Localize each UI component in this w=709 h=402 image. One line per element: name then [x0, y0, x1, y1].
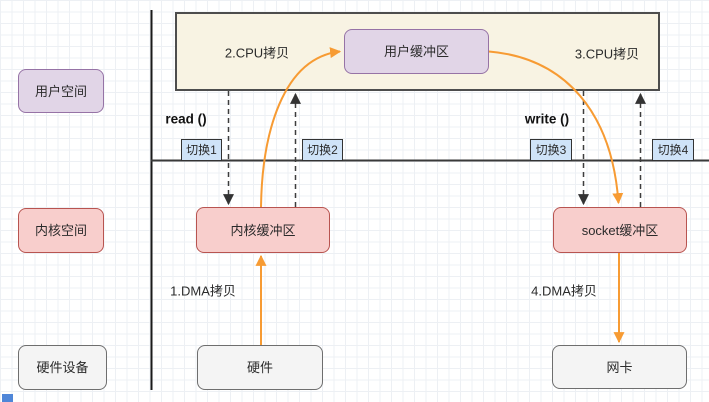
node-user-buffer-label: 用户缓冲区 — [383, 44, 449, 59]
node-hardware-label: 硬件 — [246, 360, 273, 375]
cropped-ui-fragment — [2, 394, 13, 402]
lane-hardware-device: 硬件设备 — [18, 345, 107, 390]
cpu-copy-2-label: 2.CPU拷贝 — [224, 45, 290, 61]
context-switch-4-chip: 切换4 — [652, 139, 694, 161]
write-syscall-label: write () — [524, 111, 570, 127]
node-kernel-buffer: 内核缓冲区 — [196, 207, 330, 253]
cpu-copy-3-label: 3.CPU拷贝 — [574, 46, 640, 62]
read-syscall-label: read () — [165, 111, 207, 127]
node-socket-buffer: socket缓冲区 — [553, 207, 687, 253]
lane-user-space: 用户空间 — [18, 69, 104, 113]
node-nic: 网卡 — [552, 345, 687, 389]
lane-hardware-device-label: 硬件设备 — [36, 360, 89, 375]
context-switch-2-chip: 切换2 — [302, 139, 343, 161]
context-switch-4-label: 切换4 — [657, 143, 689, 157]
node-user-buffer: 用户缓冲区 — [344, 29, 489, 74]
context-switch-1-label: 切换1 — [186, 143, 217, 157]
lane-kernel-space-label: 内核空间 — [34, 223, 87, 238]
node-hardware: 硬件 — [197, 345, 323, 390]
context-switch-1-chip: 切换1 — [181, 139, 222, 161]
lane-kernel-space: 内核空间 — [18, 208, 104, 253]
lane-user-space-label: 用户空间 — [34, 83, 87, 99]
context-switch-3-label: 切换3 — [535, 143, 567, 157]
dma-copy-4-label: 4.DMA拷贝 — [531, 283, 597, 299]
dma-copy-1-label: 1.DMA拷贝 — [170, 283, 236, 299]
node-nic-label: 网卡 — [606, 359, 633, 375]
context-switch-2-label: 切换2 — [307, 143, 338, 157]
node-socket-buffer-label: socket缓冲区 — [581, 222, 659, 238]
context-switch-3-chip: 切换3 — [530, 139, 572, 161]
node-kernel-buffer-label: 内核缓冲区 — [230, 222, 296, 238]
